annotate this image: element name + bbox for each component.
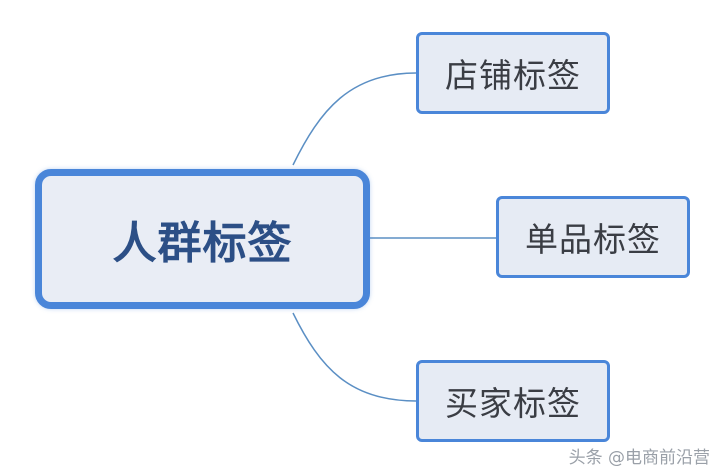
child-node-label: 单品标签 bbox=[525, 220, 661, 259]
root-node-crowd-tag: 人群标签 bbox=[35, 169, 370, 309]
child-node-label: 店铺标签 bbox=[445, 56, 581, 95]
root-node-label: 人群标签 bbox=[112, 218, 293, 269]
child-node-label: 买家标签 bbox=[445, 384, 581, 423]
connector-to-store-tag bbox=[292, 72, 417, 166]
child-node-buyer-tag: 买家标签 bbox=[416, 360, 610, 442]
child-node-store-tag: 店铺标签 bbox=[416, 32, 610, 114]
watermark: 头条 @电商前沿营 bbox=[568, 448, 710, 468]
connector-to-buyer-tag bbox=[292, 312, 417, 402]
child-node-product-tag: 单品标签 bbox=[496, 196, 690, 278]
